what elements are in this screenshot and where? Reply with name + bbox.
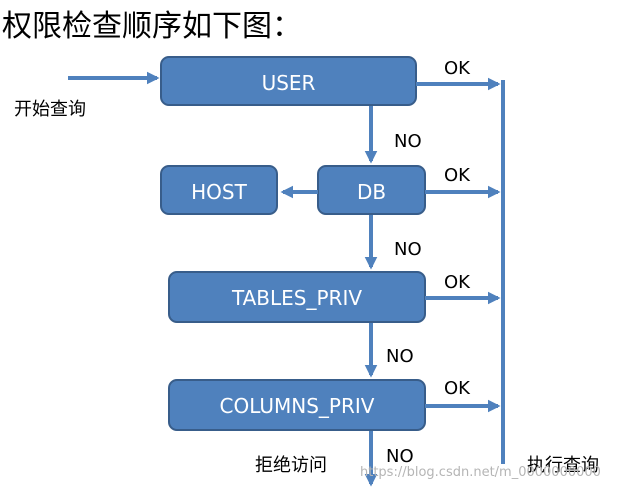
no-label-tables: NO <box>386 346 414 367</box>
start-label: 开始查询 <box>14 99 86 120</box>
node-tables-priv-label: TABLES_PRIV <box>231 286 362 310</box>
ok-label-tables: OK <box>444 272 471 293</box>
no-label-db: NO <box>394 239 422 260</box>
node-user: USER <box>160 56 417 106</box>
ok-label-db: OK <box>444 165 471 186</box>
no-label-columns: NO <box>386 446 414 467</box>
node-host: HOST <box>160 165 278 215</box>
no-label-user: NO <box>394 131 422 152</box>
deny-label: 拒绝访问 <box>255 455 327 476</box>
watermark-text: https://blog.csdn.net/m_0000000000 <box>360 465 601 480</box>
node-columns-priv: COLUMNS_PRIV <box>168 379 426 431</box>
node-columns-priv-label: COLUMNS_PRIV <box>220 394 375 418</box>
node-db-label: DB <box>357 180 386 204</box>
diagram-title: 权限检查顺序如下图： <box>2 9 302 44</box>
node-db: DB <box>317 165 426 215</box>
ok-label-user: OK <box>444 58 471 79</box>
node-tables-priv: TABLES_PRIV <box>168 271 426 323</box>
node-user-label: USER <box>262 71 316 95</box>
node-host-label: HOST <box>191 180 247 204</box>
ok-label-columns: OK <box>444 378 471 399</box>
execute-label: 执行查询 <box>527 455 599 476</box>
